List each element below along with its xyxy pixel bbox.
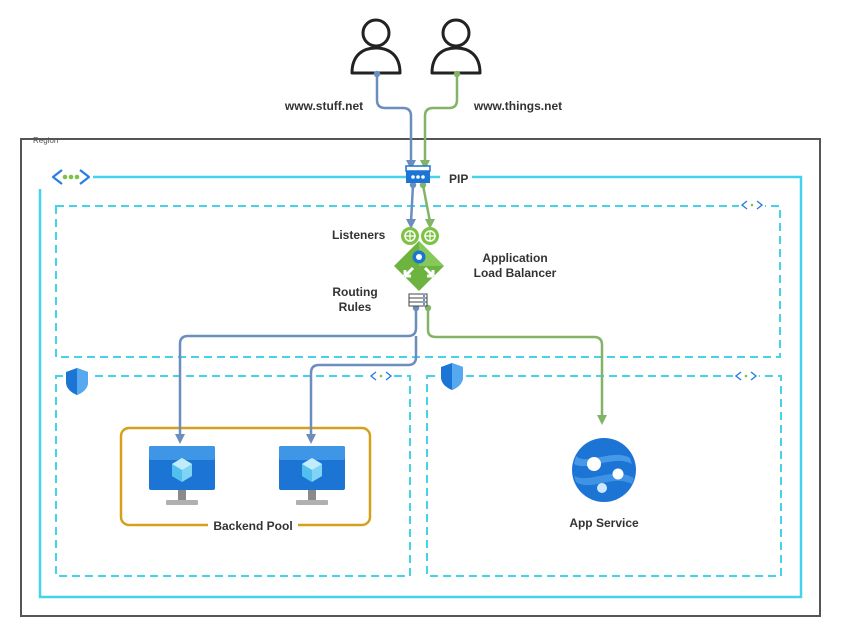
region-label: Region (33, 136, 58, 145)
public-ip-icon (405, 165, 431, 183)
user-domain-stuff: www.stuff.net (284, 99, 363, 113)
app-service-label: App Service (569, 516, 639, 530)
application-gateway-icon (394, 241, 444, 291)
flow-blue (178, 74, 418, 437)
virtual-network-icon (51, 169, 91, 185)
alb-label-line1: Application (482, 251, 547, 265)
user-icon (430, 18, 482, 75)
alb-label-line2: Load Balancer (474, 266, 557, 280)
user-domain-things: www.things.net (473, 99, 562, 113)
user-icon (350, 18, 402, 75)
pip-label: PIP (449, 172, 468, 186)
flow-green (421, 74, 604, 418)
subnet-appservice (426, 375, 782, 577)
listeners-label: Listeners (332, 228, 386, 242)
subnet-icon (739, 199, 765, 211)
virtual-machine-icon (149, 446, 215, 505)
subnet-icon (368, 370, 394, 382)
listener-icon (421, 227, 439, 245)
subnet-gateway (55, 205, 781, 358)
region-box (20, 138, 821, 617)
listener-icon (401, 227, 419, 245)
routing-label-line1: Routing (332, 285, 377, 299)
subnet-icon (733, 370, 759, 382)
network-security-group-icon (438, 360, 466, 392)
routing-rules-icon (408, 293, 428, 307)
backend-pool-label: Backend Pool (213, 519, 292, 533)
network-security-group-icon (63, 365, 91, 397)
subnet-backend (55, 375, 411, 577)
virtual-machine-icon (279, 446, 345, 505)
vnet-box (38, 175, 803, 599)
routing-label-line2: Rules (339, 300, 372, 314)
app-service-icon (572, 438, 636, 502)
